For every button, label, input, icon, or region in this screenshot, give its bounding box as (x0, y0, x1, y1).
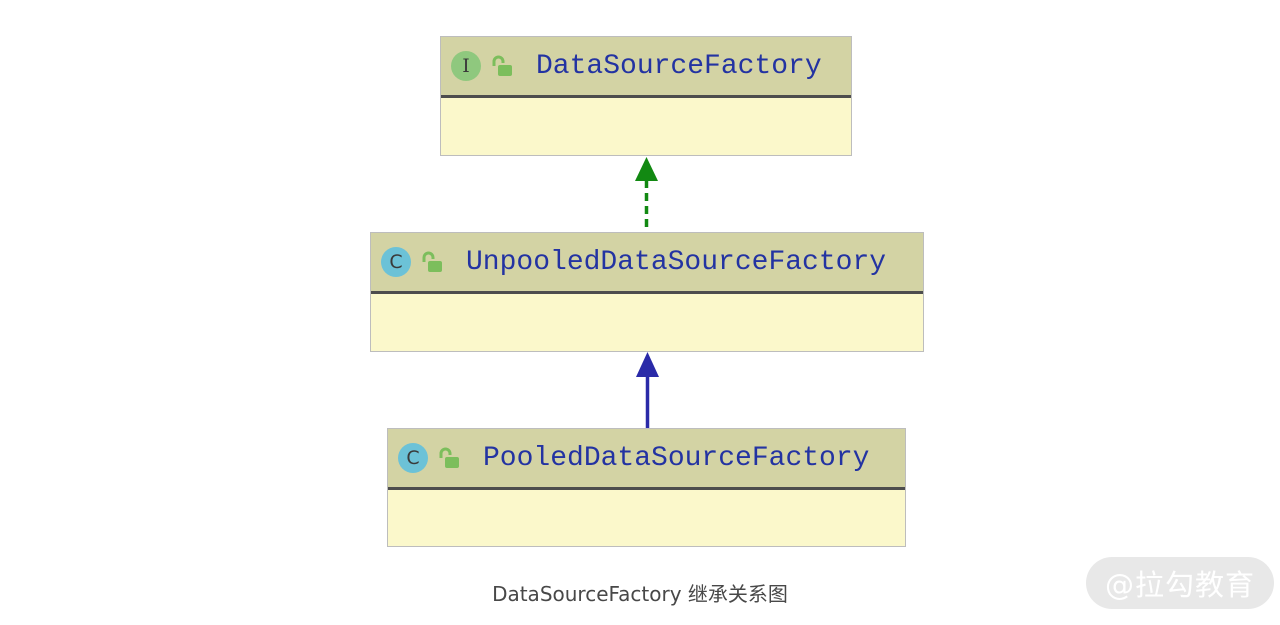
class-box-unpooleddatasourcefactory: C UnpooledDataSourceFactory (370, 232, 924, 352)
class-box-datasourcefactory: I DataSourceFactory (440, 36, 852, 156)
implements-arrow (635, 157, 658, 232)
unlock-icon (420, 250, 444, 274)
unlock-icon (437, 446, 461, 470)
unlock-icon (490, 54, 514, 78)
class-badge-icon: C (398, 443, 428, 473)
class-badge-icon: C (381, 247, 411, 277)
class-name: PooledDataSourceFactory (483, 442, 870, 474)
watermark-badge: @拉勾教育 (1086, 557, 1274, 609)
class-header: C UnpooledDataSourceFactory (371, 233, 923, 294)
class-name: DataSourceFactory (536, 50, 822, 82)
members-compartment (371, 294, 923, 347)
class-header: C PooledDataSourceFactory (388, 429, 905, 490)
extends-arrow (636, 352, 659, 428)
members-compartment (388, 490, 905, 543)
class-header: I DataSourceFactory (441, 37, 851, 98)
class-name: UnpooledDataSourceFactory (466, 246, 887, 278)
members-compartment (441, 98, 851, 151)
diagram-caption: DataSourceFactory 继承关系图 (492, 582, 788, 606)
interface-badge-icon: I (451, 51, 481, 81)
class-box-pooleddatasourcefactory: C PooledDataSourceFactory (387, 428, 906, 547)
